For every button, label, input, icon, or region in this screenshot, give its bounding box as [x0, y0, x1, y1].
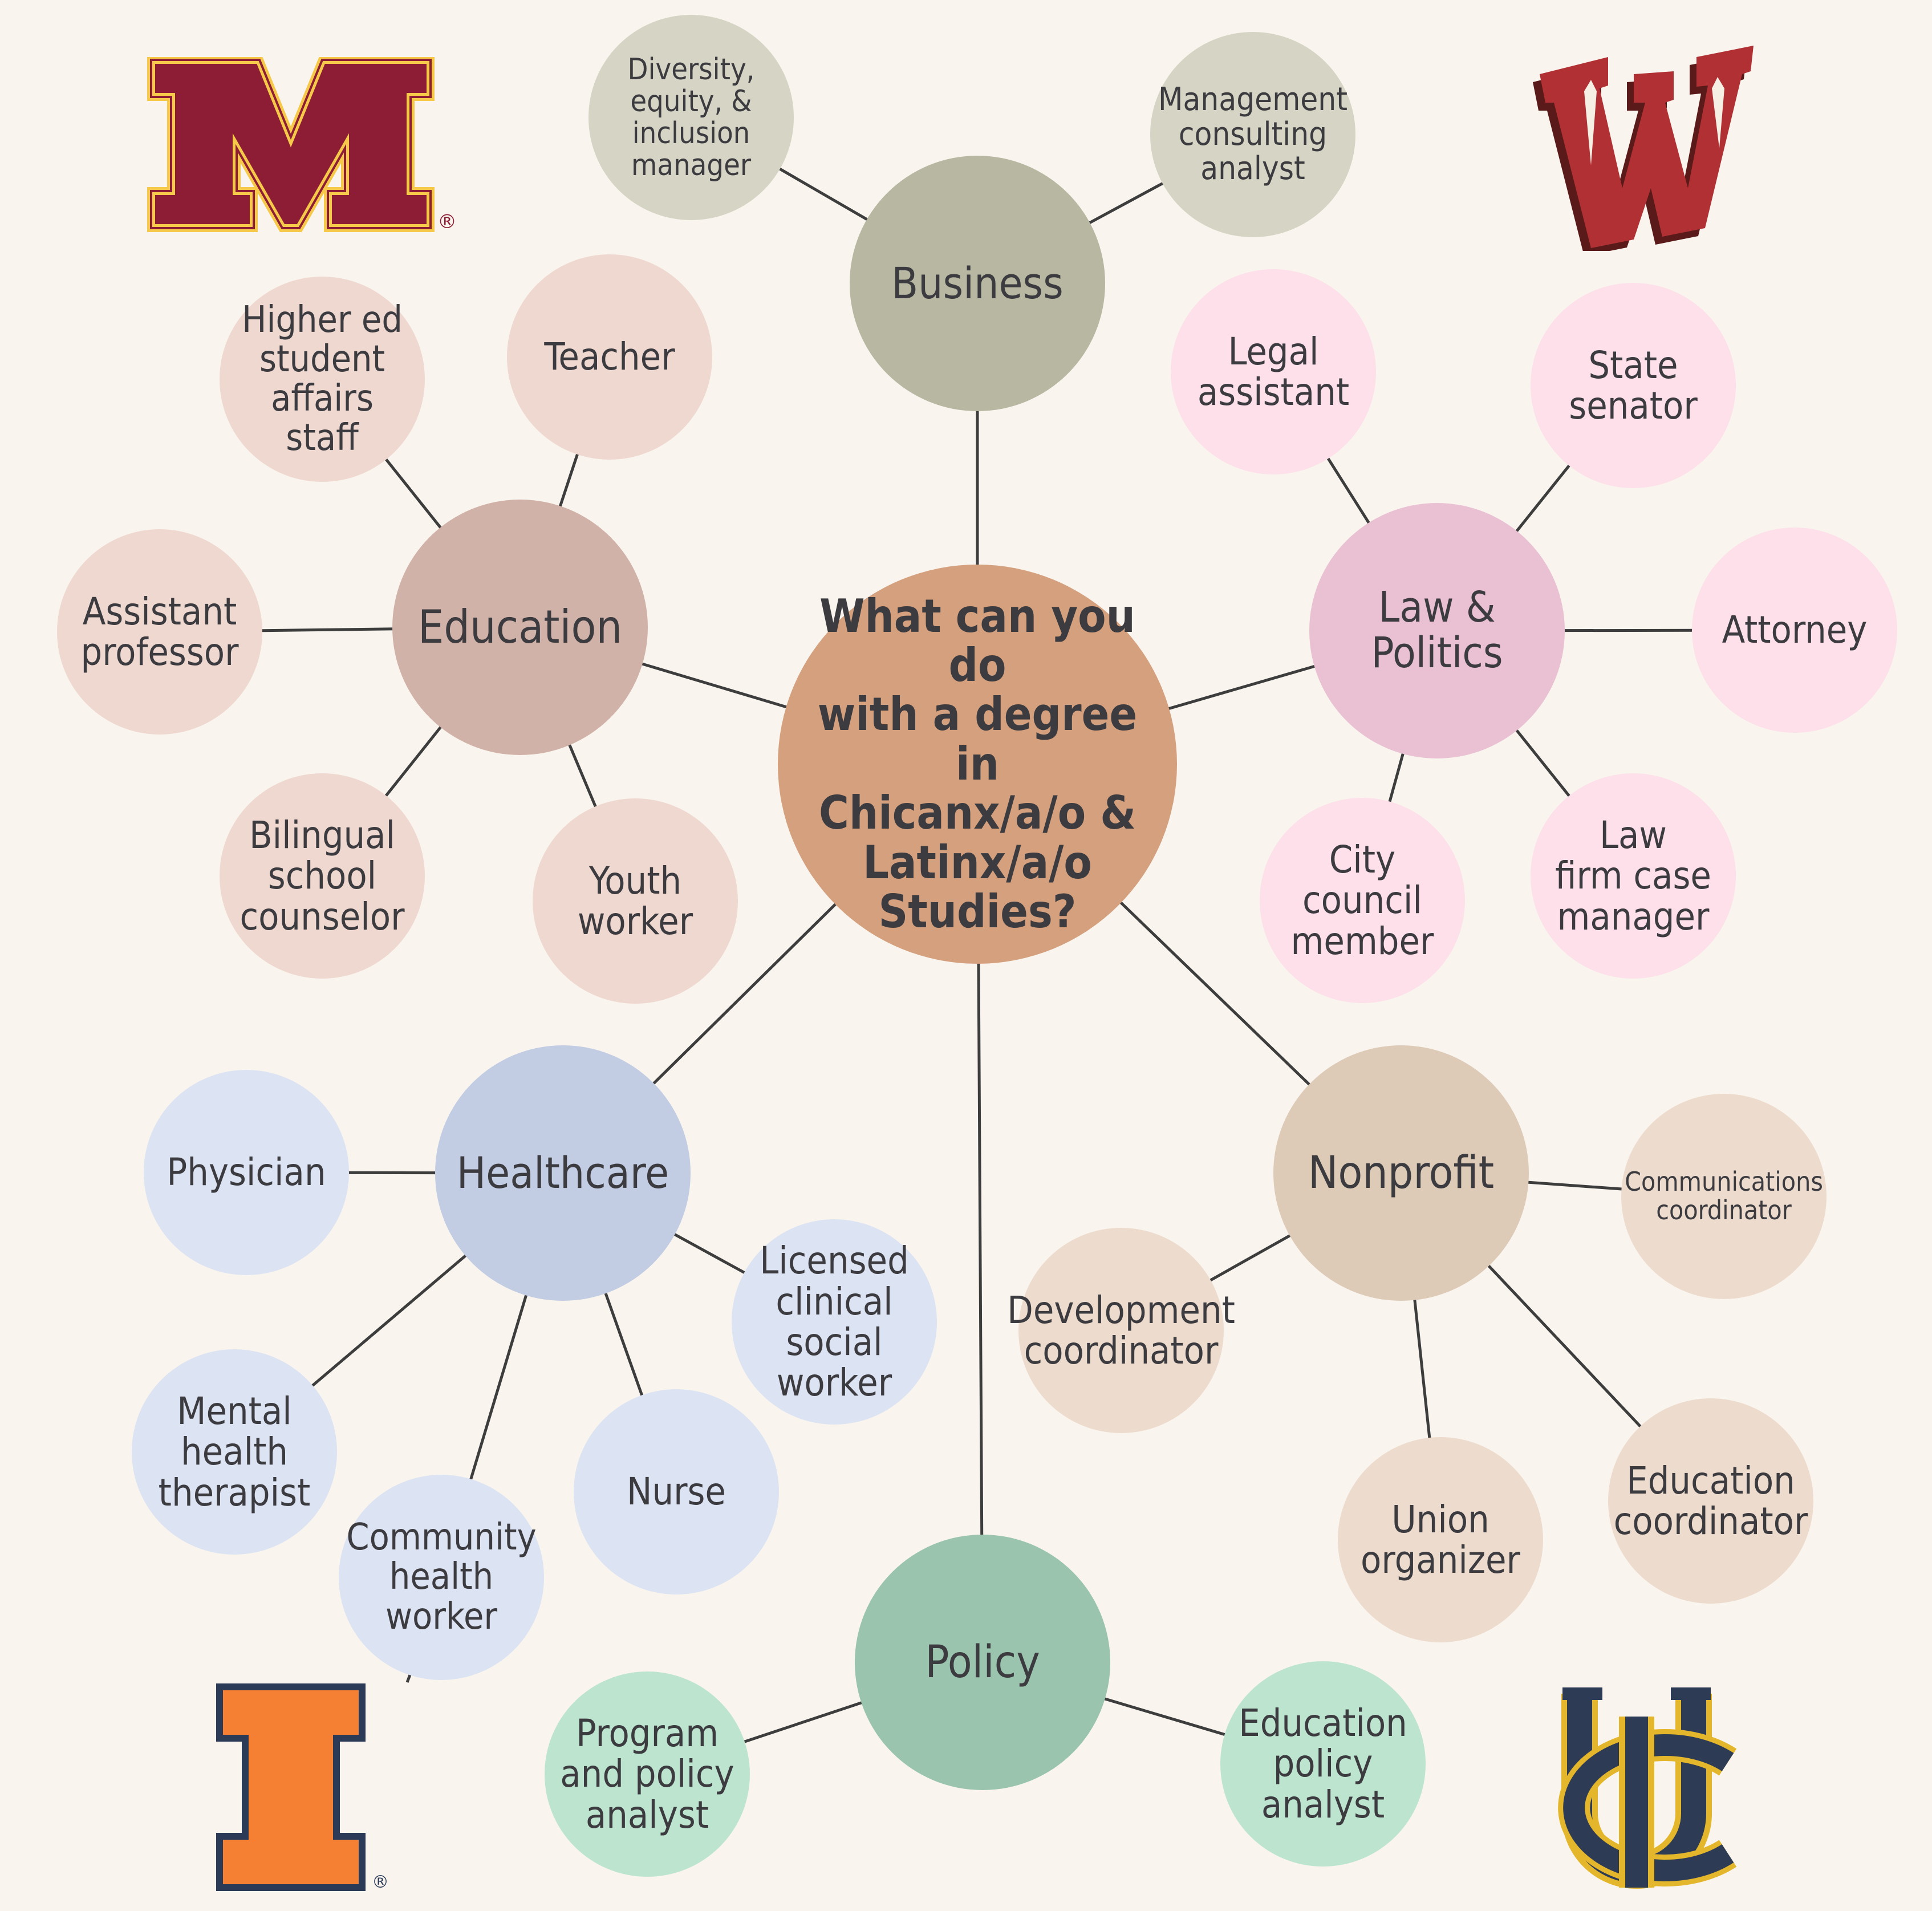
illinois-logo: ®	[216, 1683, 389, 1892]
job-nonprofit-2-label: Union organizer	[1361, 1497, 1520, 1582]
job-policy-0: Program and policy analyst	[545, 1671, 750, 1877]
wisconsin-logo	[1533, 46, 1754, 251]
job-law-0-label: Legal assistant	[1197, 329, 1350, 414]
uc-logo	[1558, 1687, 1737, 1889]
category-policy-label: Policy	[925, 1636, 1040, 1688]
job-nonprofit-0: Communications coordinator	[1621, 1094, 1827, 1299]
center-question-label: What can you do with a degree in Chicanx…	[817, 589, 1138, 938]
job-nonprofit-3-label: Education coordinator	[1613, 1458, 1808, 1543]
job-education-3: Bilingual school counselor	[220, 773, 425, 979]
job-healthcare-3: Community health worker	[339, 1475, 544, 1680]
job-education-0: Higher ed student affairs staff	[220, 277, 425, 482]
job-nonprofit-1-label: Development coordinator	[1007, 1288, 1235, 1373]
minnesota-registered-mark: ®	[437, 210, 457, 233]
job-education-4: Youth worker	[533, 798, 738, 1004]
job-nonprofit-1: Development coordinator	[1007, 1228, 1235, 1433]
category-law: Law & Politics	[1309, 503, 1565, 758]
job-healthcare-2: Mental health therapist	[132, 1349, 337, 1555]
category-healthcare-label: Healthcare	[456, 1147, 669, 1198]
category-nonprofit: Nonprofit	[1273, 1045, 1529, 1301]
job-healthcare-0: Physician	[144, 1070, 349, 1275]
illinois-registered-mark: ®	[372, 1872, 389, 1892]
job-law-3: City council member	[1260, 798, 1465, 1003]
job-healthcare-4: Nurse	[574, 1389, 779, 1594]
job-healthcare-1-label: Licensed clinical social worker	[760, 1239, 909, 1405]
job-policy-1: Education policy analyst	[1220, 1661, 1426, 1867]
job-healthcare-4-label: Nurse	[627, 1470, 726, 1514]
job-healthcare-1: Licensed clinical social worker	[732, 1219, 937, 1425]
job-law-4: Law firm case manager	[1531, 773, 1736, 979]
job-nonprofit-2: Union organizer	[1338, 1437, 1543, 1642]
job-business-0: Diversity, equity, & inclusion manager	[588, 15, 794, 220]
job-policy-1-label: Education policy analyst	[1239, 1701, 1407, 1827]
job-law-2: Attorney	[1692, 528, 1897, 733]
job-law-1: State senator	[1531, 283, 1736, 488]
job-law-0: Legal assistant	[1171, 269, 1376, 474]
minnesota-logo: ®	[147, 57, 457, 233]
job-law-2-label: Attorney	[1722, 608, 1868, 652]
job-nonprofit-3: Education coordinator	[1608, 1398, 1813, 1604]
category-education: Education	[392, 500, 648, 755]
job-business-0-label: Diversity, equity, & inclusion manager	[627, 52, 755, 183]
category-nonprofit-label: Nonprofit	[1308, 1147, 1495, 1199]
job-law-3-label: City council member	[1290, 838, 1434, 963]
job-education-4-label: Youth worker	[577, 858, 693, 943]
category-education-label: Education	[417, 600, 623, 654]
category-business-label: Business	[891, 257, 1064, 309]
job-nonprofit-0-label: Communications coordinator	[1625, 1166, 1823, 1226]
job-education-1: Teacher	[507, 254, 712, 460]
job-healthcare-3-label: Community health worker	[346, 1516, 537, 1638]
job-law-1-label: State senator	[1569, 343, 1698, 428]
job-healthcare-2-label: Mental health therapist	[158, 1389, 311, 1515]
category-healthcare: Healthcare	[435, 1045, 691, 1301]
job-education-2-label: Assistant professor	[80, 589, 239, 674]
job-education-2: Assistant professor	[57, 529, 262, 735]
job-law-4-label: Law firm case manager	[1555, 813, 1711, 939]
category-law-label: Law & Politics	[1371, 583, 1503, 677]
center-question: What can you do with a degree in Chicanx…	[778, 565, 1177, 964]
job-healthcare-0-label: Physician	[167, 1150, 326, 1195]
job-business-1: Management consulting analyst	[1150, 32, 1355, 237]
category-policy: Policy	[855, 1535, 1110, 1790]
job-education-1-label: Teacher	[544, 335, 675, 379]
category-business: Business	[850, 156, 1105, 411]
job-education-0-label: Higher ed student affairs staff	[242, 298, 403, 460]
job-business-1-label: Management consulting analyst	[1158, 81, 1347, 188]
job-policy-0-label: Program and policy analyst	[560, 1711, 734, 1837]
job-education-3-label: Bilingual school counselor	[240, 813, 405, 939]
